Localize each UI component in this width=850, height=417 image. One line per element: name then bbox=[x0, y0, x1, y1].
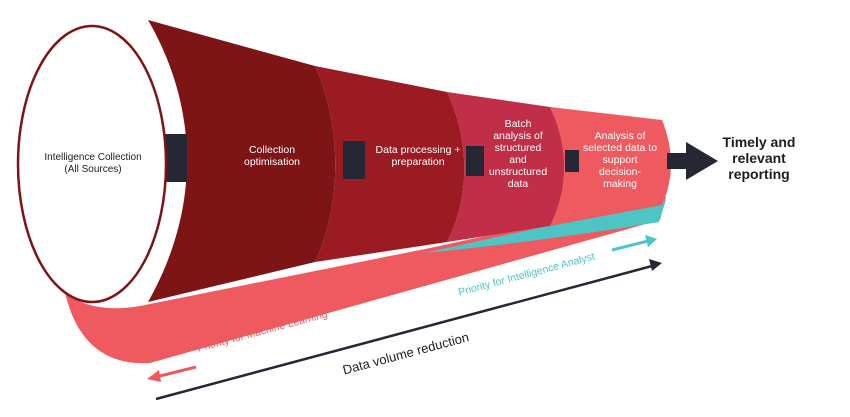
ml-priority-arrow bbox=[155, 365, 197, 379]
stage-label-intelligence-collection: Intelligence Collection(All Sources) bbox=[44, 152, 142, 175]
pipe-segment-5 bbox=[667, 153, 689, 169]
collection-optimisation-segment bbox=[148, 20, 336, 302]
stage-label-data-processing: Data processing +preparation bbox=[375, 144, 461, 168]
ml-priority-arrow-head bbox=[147, 370, 161, 382]
outcome-arrow-head bbox=[686, 142, 718, 180]
volume-reduction-arrow-head bbox=[649, 259, 662, 271]
pipe-segment-4 bbox=[565, 150, 579, 172]
pipe-segment-2 bbox=[343, 141, 365, 179]
batch-analysis-segment bbox=[447, 92, 565, 242]
pipe-segment-3 bbox=[466, 146, 484, 176]
sources-opening-ellipse bbox=[16, 24, 168, 304]
analyst-priority-arrow-head bbox=[645, 235, 657, 247]
data-processing-segment bbox=[315, 66, 465, 262]
analyst-priority-arrow bbox=[611, 239, 649, 252]
volume-reduction-arrow bbox=[155, 264, 653, 401]
selected-analysis-segment bbox=[550, 107, 671, 226]
